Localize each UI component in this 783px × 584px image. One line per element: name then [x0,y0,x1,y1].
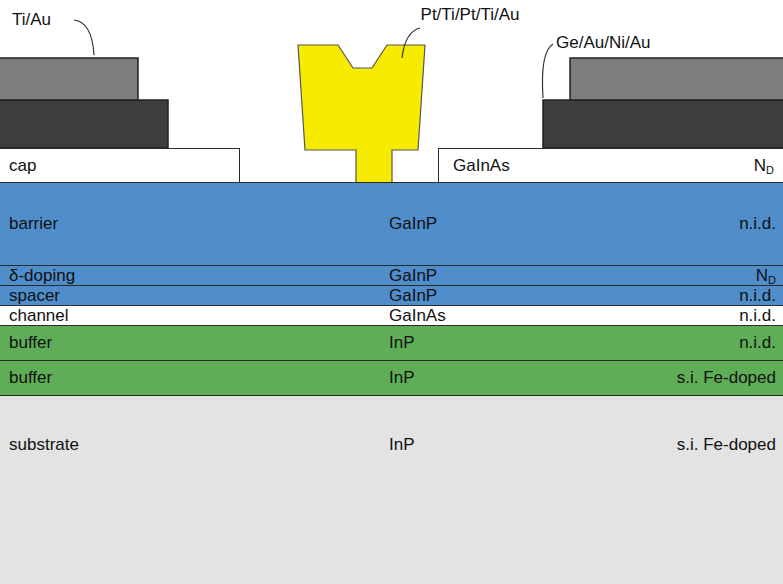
doping-layer: δ-doping GaInP ND [0,265,783,286]
material-label: GaInAs [389,307,446,324]
leader-line [74,20,94,55]
material-label: InP [389,334,415,351]
material-label: GaInP [389,267,437,284]
layer-name: spacer [9,287,60,304]
doping-label: n.i.d. [739,307,776,324]
substrate-layer: substrate InP s.i. Fe-doped [0,395,783,584]
leader-line [542,44,553,98]
layer-name: buffer [9,369,52,386]
contact-metal [0,100,168,148]
gate-metal [298,45,425,183]
doping-label: ND [754,157,774,174]
cap-layer: cap [0,148,240,183]
doping-label: ND [756,267,776,284]
contact-metal [0,58,138,100]
doping-label: s.i. Fe-doped [677,436,776,453]
material-label: InP [389,436,415,453]
layer-name: channel [9,307,69,324]
contact-metal [543,100,783,148]
buffer-layer: buffer InP n.i.d. [0,325,783,361]
layer-name: substrate [9,436,79,453]
material-label: InP [389,369,415,386]
doping-label: n.i.d. [739,287,776,304]
material-label: cap [9,157,36,174]
barrier-layer: barrier GaInP n.i.d. [0,182,783,266]
layer-name: δ-doping [9,267,75,284]
cap-layer: GaInAs ND [438,148,783,183]
doping-label: n.i.d. [739,334,776,351]
material-callout: Pt/Ti/Pt/Ti/Au [421,6,520,23]
doping-label: s.i. Fe-doped [677,369,776,386]
material-callout: Ge/Au/Ni/Au [556,34,651,51]
material-callout: Ti/Au [12,11,51,28]
leader-line [402,28,420,58]
buffer-layer: buffer InP s.i. Fe-doped [0,360,783,396]
channel-layer: channel GaInAs n.i.d. [0,305,783,326]
material-label: GaInP [389,287,437,304]
contact-metal [570,58,783,100]
layer-name: buffer [9,334,52,351]
doping-label: n.i.d. [739,215,776,232]
layer-name: GaInAs [453,157,510,174]
layer-name: barrier [9,215,58,232]
spacer-layer: spacer GaInP n.i.d. [0,285,783,306]
material-label: GaInP [389,215,437,232]
